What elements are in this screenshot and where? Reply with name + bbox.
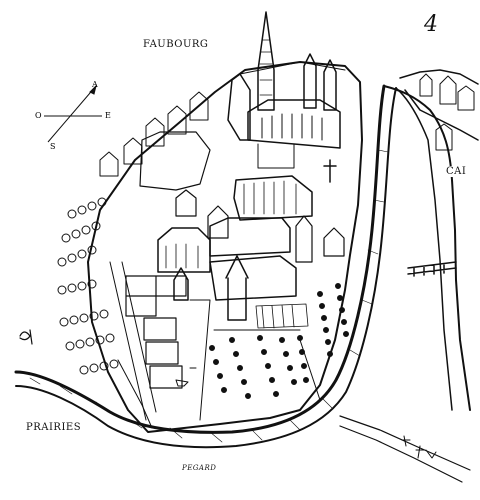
compass-label-o: O bbox=[35, 111, 42, 120]
label-prairies: PRAIRIES bbox=[26, 422, 82, 433]
chapter-house-windows bbox=[165, 243, 199, 269]
orchard-right bbox=[209, 283, 349, 399]
compass-label-a: A bbox=[92, 80, 98, 89]
engraver-mark bbox=[19, 329, 33, 345]
courtyard-grid bbox=[255, 303, 309, 329]
gate-tower bbox=[173, 267, 189, 301]
church-roof-line bbox=[239, 61, 346, 75]
town-wall bbox=[399, 69, 479, 141]
compass-rose bbox=[44, 84, 102, 143]
river-bank-inner bbox=[15, 87, 397, 449]
church-nave bbox=[247, 99, 341, 149]
cloister bbox=[233, 175, 313, 221]
plate-number: 4 bbox=[424, 12, 439, 37]
church-porch bbox=[257, 143, 295, 169]
label-cai: CAI bbox=[445, 166, 467, 177]
enclosure-wall bbox=[87, 61, 363, 433]
compass-label-e: E bbox=[105, 111, 111, 120]
spire-hatching bbox=[259, 39, 273, 96]
small-boats bbox=[175, 367, 197, 387]
bridge bbox=[407, 261, 457, 277]
main-spire bbox=[257, 11, 275, 111]
street-houses bbox=[99, 91, 209, 177]
label-faubourg: FAUBOURG bbox=[143, 39, 209, 50]
cloister-arcades bbox=[243, 180, 297, 215]
orchard-left bbox=[57, 197, 119, 375]
garden-beds-upper bbox=[125, 275, 187, 317]
diagonal-path bbox=[109, 261, 157, 421]
cross bbox=[323, 159, 337, 183]
building-left-1 bbox=[175, 189, 197, 217]
west-range bbox=[139, 131, 211, 191]
garden-beds-lower bbox=[143, 317, 183, 389]
road-right bbox=[339, 415, 471, 483]
paths bbox=[189, 299, 321, 421]
west-towers bbox=[303, 53, 337, 111]
right-river-bank bbox=[383, 85, 471, 411]
church-windows bbox=[261, 113, 323, 141]
compass-label-s: S bbox=[50, 142, 56, 151]
small-chapel bbox=[295, 215, 313, 263]
apse bbox=[227, 73, 251, 141]
inner-wall bbox=[117, 359, 153, 429]
right-river-bank-2 bbox=[395, 87, 453, 411]
round-tower bbox=[225, 255, 249, 321]
figures bbox=[401, 435, 437, 459]
house-right bbox=[323, 227, 345, 257]
refectory bbox=[209, 217, 291, 257]
river-bank-outer bbox=[14, 84, 386, 434]
building-left-2 bbox=[207, 205, 229, 239]
river-hatching bbox=[29, 149, 389, 443]
label-pegard: PEGARD bbox=[182, 464, 217, 472]
town-houses bbox=[419, 73, 475, 151]
dormitory bbox=[209, 255, 297, 301]
